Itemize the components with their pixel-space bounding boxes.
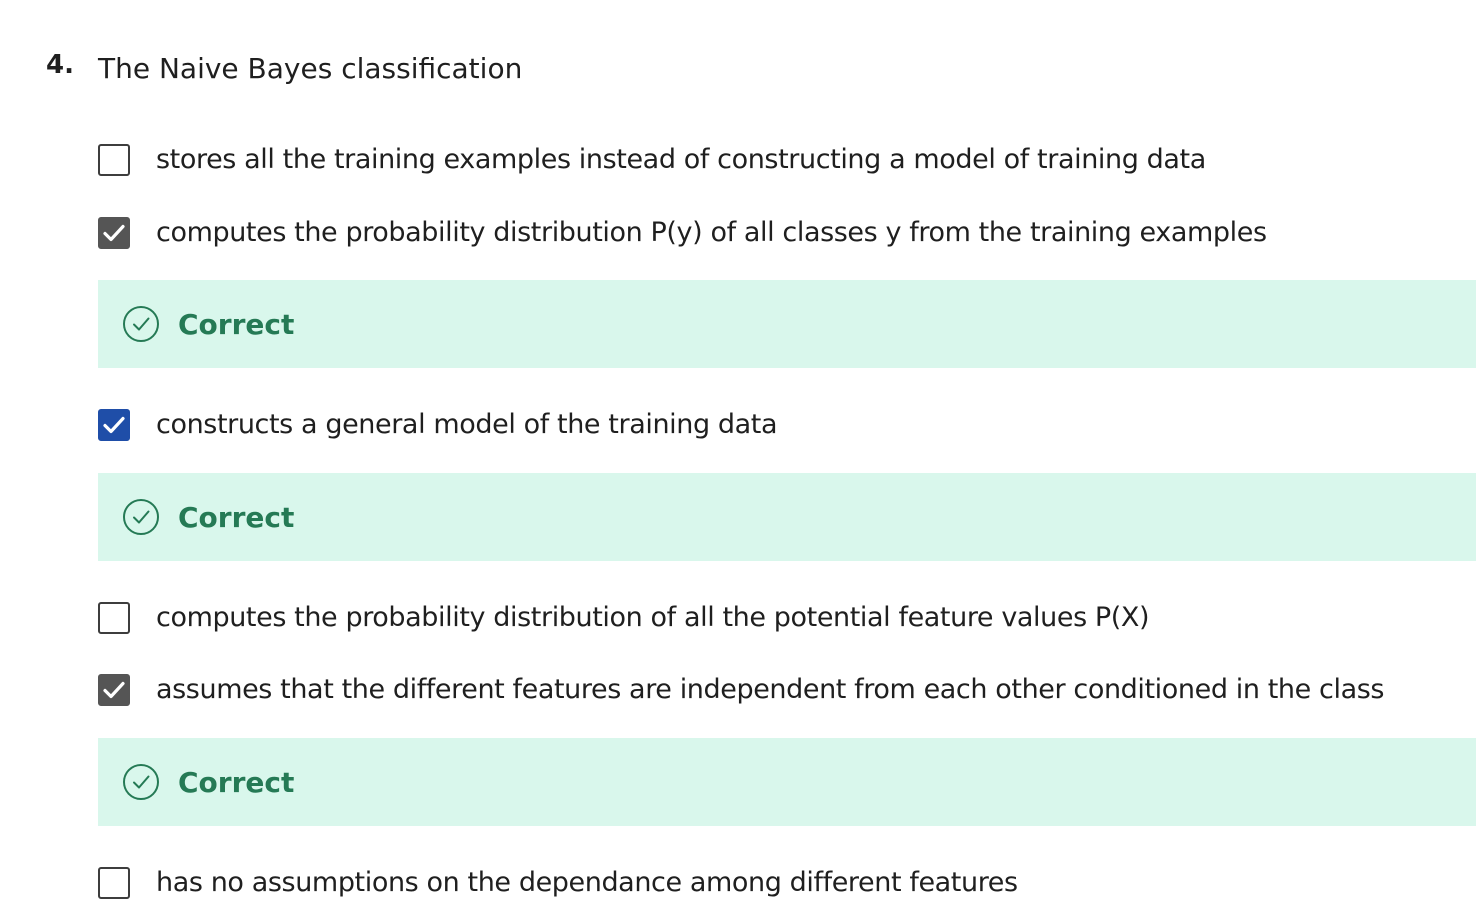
option-4-checkbox[interactable] <box>98 602 130 634</box>
feedback-label: Correct <box>178 500 295 534</box>
answer-option-4[interactable]: computes the probability distribution of… <box>98 598 1150 638</box>
option-6-checkbox[interactable] <box>98 867 130 899</box>
option-2-feedback: Correct <box>98 280 1476 368</box>
option-3-label: constructs a general model of the traini… <box>156 409 778 440</box>
option-1-label: stores all the training examples instead… <box>156 144 1206 175</box>
answer-option-1[interactable]: stores all the training examples instead… <box>98 140 1206 180</box>
option-2-label: computes the probability distribution P(… <box>156 217 1267 248</box>
checkmark-icon <box>103 224 125 242</box>
answer-option-5[interactable]: assumes that the different features are … <box>98 670 1384 710</box>
check-circle-icon <box>123 499 159 535</box>
answer-option-2[interactable]: computes the probability distribution P(… <box>98 213 1267 253</box>
answer-option-3[interactable]: constructs a general model of the traini… <box>98 405 778 445</box>
option-5-label: assumes that the different features are … <box>156 674 1385 705</box>
question-text: The Naive Bayes classification <box>98 52 523 85</box>
feedback-label: Correct <box>178 307 295 341</box>
option-6-label: has no assumptions on the dependance amo… <box>156 867 1018 898</box>
check-circle-icon <box>123 306 159 342</box>
answer-option-6[interactable]: has no assumptions on the dependance amo… <box>98 863 1018 903</box>
checkmark-icon <box>103 416 125 434</box>
option-3-checkbox[interactable] <box>98 409 130 441</box>
option-5-feedback: Correct <box>98 738 1476 826</box>
option-1-checkbox[interactable] <box>98 144 130 176</box>
option-2-checkbox[interactable] <box>98 217 130 249</box>
option-3-feedback: Correct <box>98 473 1476 561</box>
check-circle-icon <box>123 764 159 800</box>
question-number: 4. <box>46 50 74 80</box>
option-5-checkbox[interactable] <box>98 674 130 706</box>
feedback-label: Correct <box>178 765 295 799</box>
option-4-label: computes the probability distribution of… <box>156 602 1150 633</box>
checkmark-icon <box>103 681 125 699</box>
